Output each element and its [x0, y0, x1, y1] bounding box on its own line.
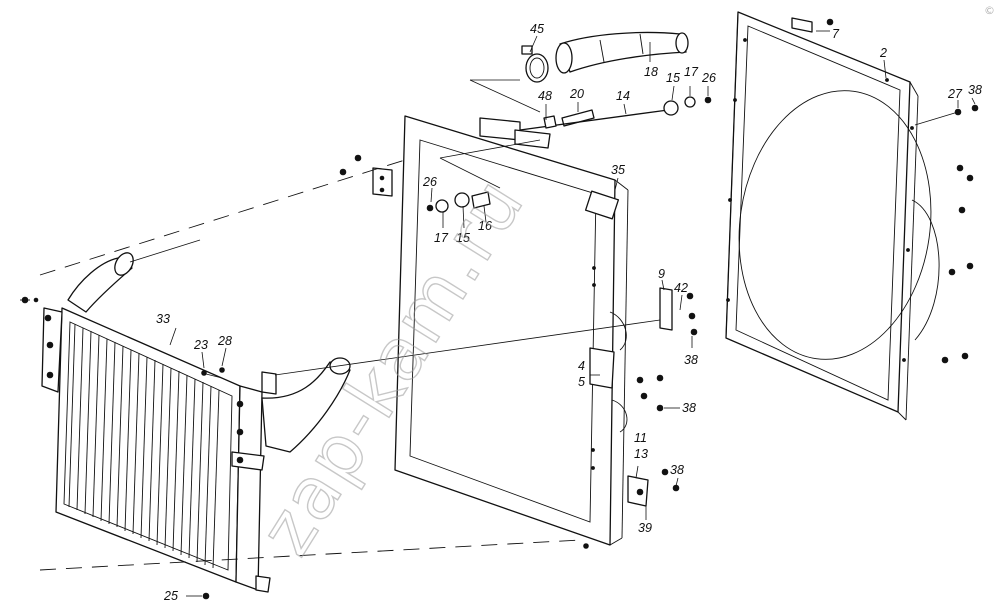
- label-13: 13: [634, 447, 648, 461]
- label-33: 33: [156, 312, 170, 326]
- label-38-mid: 38: [684, 353, 698, 367]
- label-25: 25: [163, 589, 178, 603]
- leader-lines: [169, 30, 976, 597]
- callout-labels: 45 18 7 2 48 20 14 15 17 26 27 38 35 26 …: [156, 22, 982, 603]
- label-35: 35: [611, 163, 625, 177]
- label-45: 45: [530, 22, 544, 36]
- label-18: 18: [644, 65, 658, 79]
- label-15-mid: 15: [456, 231, 470, 245]
- label-16: 16: [478, 219, 492, 233]
- watermark-corner: ©: [984, 4, 995, 17]
- label-26-mid: 26: [422, 175, 437, 189]
- clamp-45: [521, 45, 549, 83]
- label-38-bottom: 38: [670, 463, 684, 477]
- label-23: 23: [193, 338, 208, 352]
- fan-shroud: [725, 11, 940, 421]
- label-11: 11: [634, 431, 647, 445]
- label-7: 7: [832, 27, 840, 41]
- label-4: 4: [578, 359, 585, 373]
- label-5: 5: [578, 375, 585, 389]
- label-9: 9: [658, 267, 665, 281]
- label-28: 28: [217, 334, 232, 348]
- cooler-fins: [68, 323, 220, 569]
- frame-bolts: [636, 292, 698, 496]
- bracket-7: [791, 17, 834, 33]
- label-20: 20: [569, 87, 584, 101]
- cooler-small-parts: [20, 296, 225, 600]
- hose-18: [555, 31, 689, 74]
- assembly-axes: [39, 79, 959, 571]
- tube-20-and-rod-14: [519, 96, 712, 131]
- label-26-top: 26: [701, 71, 716, 85]
- label-2: 2: [879, 46, 887, 60]
- label-42: 42: [674, 281, 688, 295]
- label-15-top: 15: [666, 71, 680, 85]
- label-17-mid: 17: [434, 231, 449, 245]
- radiator-frame: [394, 115, 629, 549]
- label-48: 48: [538, 89, 552, 103]
- label-14: 14: [616, 89, 630, 103]
- center-small-parts: [426, 191, 491, 213]
- label-17-top: 17: [684, 65, 699, 79]
- label-39: 39: [638, 521, 652, 535]
- label-38-top: 38: [968, 83, 982, 97]
- shroud-bolts: [941, 104, 979, 364]
- label-27: 27: [947, 87, 963, 101]
- charge-air-cooler: [41, 252, 351, 593]
- label-38-low: 38: [682, 401, 696, 415]
